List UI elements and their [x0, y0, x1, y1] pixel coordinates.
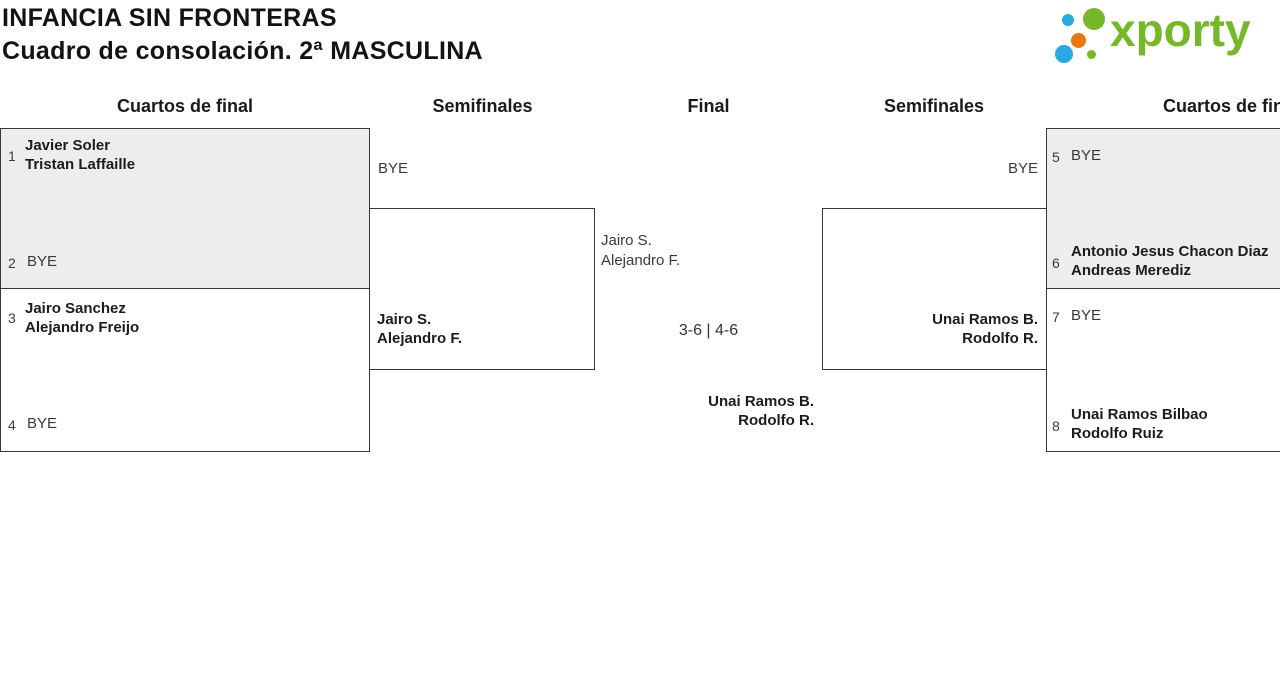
player-name: Rodolfo Ruiz — [1071, 425, 1164, 442]
semifinal-left-winner: Jairo S. Alejandro F. — [377, 310, 462, 348]
final-score: 3-6 | 4-6 — [678, 322, 739, 339]
bye-label-2: BYE — [27, 253, 58, 270]
player-name: Alejandro F. — [601, 251, 681, 269]
player-name: Andreas Merediz — [1071, 262, 1192, 279]
logo-dot-large-green-icon — [1083, 8, 1105, 30]
seed-number-2: 2 — [8, 255, 16, 271]
match-box-qf-seeds-3-4[interactable] — [0, 289, 370, 452]
final-team1: Jairo S. Alejandro F. — [601, 231, 680, 270]
seed-number-3: 3 — [8, 310, 16, 326]
player-name: Unai Ramos B. — [708, 393, 814, 410]
player-name: Alejandro Freijo — [25, 319, 140, 336]
player-name: Rodolfo R. — [738, 412, 814, 429]
semifinal-right-top-participant: BYE — [1007, 160, 1038, 177]
semifinal-right-winner: Unai Ramos B. Rodolfo R. — [822, 310, 1038, 348]
player-name: Javier Soler — [25, 137, 111, 154]
semifinal-left-top-participant: BYE — [378, 160, 409, 177]
bye-label-7: BYE — [1071, 307, 1102, 324]
match-box-qf-seeds-5-6[interactable] — [1046, 128, 1280, 289]
final-winner: Unai Ramos B. Rodolfo R. — [598, 392, 814, 430]
logo-dot-large-blue-icon — [1055, 45, 1073, 63]
logo-dot-tiny-green-icon — [1087, 50, 1096, 59]
team-entry-8: Unai Ramos Bilbao Rodolfo Ruiz — [1071, 405, 1208, 443]
seed-number-7: 7 — [1052, 309, 1060, 325]
match-box-qf-seeds-7-8[interactable] — [1046, 289, 1280, 452]
seed-number-5: 5 — [1052, 149, 1060, 165]
seed-number-8: 8 — [1052, 418, 1060, 434]
draw-name: Cuadro de consolación. 2ª MASCULINA — [2, 37, 483, 65]
round-header-final: Final — [687, 96, 730, 116]
match-box-qf-seeds-1-2[interactable] — [0, 128, 370, 289]
match-box-semifinal-right[interactable] — [822, 208, 1046, 370]
tournament-name: INFANCIA SIN FRONTERAS — [2, 4, 337, 32]
seed-number-6: 6 — [1052, 255, 1060, 271]
team-entry-3: Jairo Sanchez Alejandro Freijo — [25, 299, 139, 337]
player-name: Jairo Sanchez — [25, 300, 126, 317]
round-header-semifinals-left: Semifinales — [432, 96, 533, 116]
match-box-semifinal-left[interactable] — [370, 208, 595, 370]
bye-label-4: BYE — [27, 415, 58, 432]
player-name: Antonio Jesus Chacon Diaz — [1071, 243, 1269, 260]
player-name: Jairo S. — [377, 311, 432, 328]
player-name: Rodolfo R. — [962, 330, 1038, 347]
xporty-logo[interactable]: xporty — [1050, 0, 1280, 72]
player-name: Unai Ramos Bilbao — [1071, 406, 1208, 423]
round-header-quarterfinals-right: Cuartos de final — [1162, 96, 1280, 116]
logo-dot-orange-icon — [1071, 33, 1086, 48]
bye-label-5: BYE — [1071, 147, 1102, 164]
player-name: Tristan Laffaille — [25, 156, 136, 173]
seed-number-1: 1 — [8, 148, 16, 164]
team-entry-1: Javier Soler Tristan Laffaille — [25, 136, 135, 174]
player-name: Unai Ramos B. — [932, 311, 1038, 328]
round-header-semifinals-right: Semifinales — [883, 96, 985, 116]
player-name: Alejandro F. — [377, 330, 463, 347]
seed-number-4: 4 — [8, 417, 16, 433]
player-name: Jairo S. — [601, 232, 652, 249]
round-header-quarterfinals-left: Cuartos de final — [116, 96, 254, 116]
logo-dot-small-blue-icon — [1062, 14, 1074, 26]
team-entry-6: Antonio Jesus Chacon Diaz Andreas Meredi… — [1071, 242, 1269, 280]
logo-text: xporty — [1110, 4, 1251, 56]
page-title: INFANCIA SIN FRONTERAS Cuadro de consola… — [2, 2, 483, 68]
